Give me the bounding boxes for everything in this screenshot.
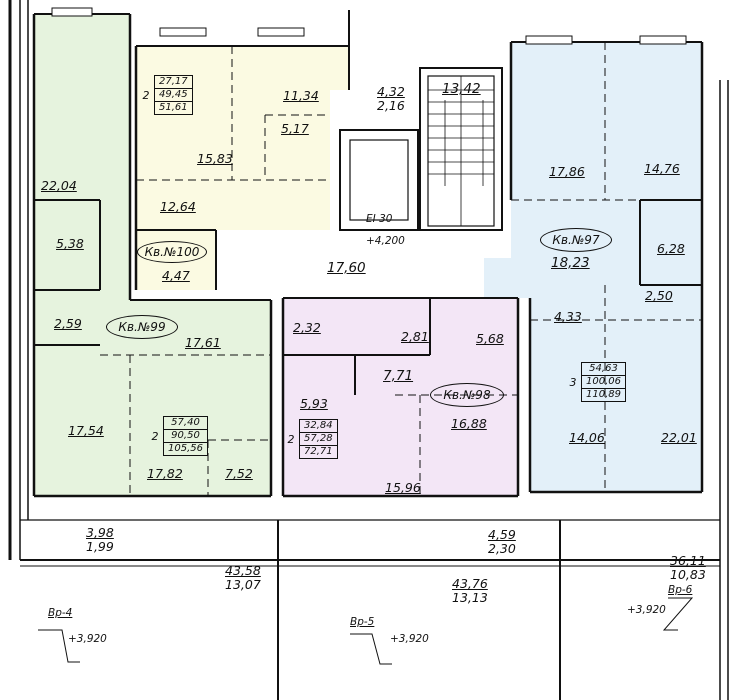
apartment-99-label: Кв.№99 — [106, 315, 178, 339]
terrace-area: 43,58 — [225, 563, 261, 578]
room-area: 18,23 — [551, 255, 590, 271]
apartment-100-area-table: 2 27,17 49,45 51,61 — [138, 75, 193, 115]
apartment-100-living-area: 27,17 — [155, 75, 193, 89]
room-area: 2,59 — [54, 316, 82, 331]
room-area: 5,38 — [56, 236, 84, 251]
balcony-area: 2,30 — [488, 541, 516, 556]
room-area: 22,01 — [661, 430, 697, 445]
room-area: 17,61 — [185, 335, 221, 350]
room-area: 22,04 — [41, 178, 77, 193]
room-area: 17,86 — [549, 164, 585, 179]
apartment-98-total-area: 57,28 — [300, 433, 338, 446]
apartment-98-rooms: 2 — [287, 432, 295, 446]
terrace-area: 10,83 — [670, 567, 706, 582]
apartment-97-total-area: 100,06 — [582, 376, 626, 389]
terrace-name: Вр-5 — [350, 616, 375, 628]
room-area: 14,76 — [644, 161, 680, 176]
terrace-area: 13,07 — [225, 577, 261, 592]
apartment-97-rooms: 3 — [569, 375, 577, 389]
apartment-97-gross-area: 110,89 — [582, 389, 626, 402]
apartment-97-fill — [484, 42, 702, 492]
terrace-name: Вр-6 — [668, 584, 693, 596]
lift-fire-rating: EI 30 — [366, 213, 393, 225]
terrace-elevation: +3,920 — [68, 633, 107, 645]
apartment-99-area-table: 2 57,40 90,50 105,56 — [147, 416, 208, 456]
apartment-97-label: Кв.№97 — [540, 228, 612, 252]
room-area: 15,83 — [197, 151, 233, 166]
apartment-99-total-area: 90,50 — [164, 430, 208, 443]
apartment-98-fill — [283, 298, 518, 496]
room-area: 16,88 — [451, 416, 487, 431]
apartment-98-living-area: 32,84 — [300, 419, 338, 433]
apartment-100-rooms: 2 — [142, 88, 150, 102]
balcony-area: 1,99 — [86, 539, 114, 554]
room-area: 17,60 — [327, 260, 366, 276]
apartment-98-gross-area: 72,71 — [300, 446, 338, 459]
room-area: 5,93 — [300, 396, 328, 411]
room-area: 13,42 — [442, 81, 481, 97]
room-area: 2,50 — [645, 288, 673, 303]
terrace-elevation: +3,920 — [627, 604, 666, 616]
floor-elevation: +4,200 — [366, 235, 405, 247]
apartment-100-label: Кв.№100 — [137, 241, 207, 263]
terrace-elevation: +3,920 — [390, 633, 429, 645]
balcony-area: 3,98 — [86, 525, 114, 540]
zoning-lines — [100, 42, 702, 496]
staircase — [428, 76, 494, 226]
room-area: 5,68 — [476, 331, 504, 346]
terrace-markers — [38, 597, 694, 665]
apartment-97-living-area: 54,63 — [582, 362, 626, 376]
balcony-area: 4,59 — [488, 527, 516, 542]
room-area: 15,96 — [385, 480, 421, 495]
apartment-99-living-area: 57,40 — [164, 416, 208, 430]
apartment-100-gross-area: 51,61 — [155, 102, 193, 115]
windows — [51, 7, 687, 45]
room-area: 4,33 — [554, 309, 582, 324]
room-area: 2,32 — [293, 320, 321, 335]
terrace-area: 43,76 — [452, 576, 488, 591]
apartment-99-rooms: 2 — [151, 429, 159, 443]
room-area: 2,81 — [401, 329, 429, 344]
terrace-area: 36,11 — [670, 553, 706, 568]
room-area: 5,17 — [281, 121, 309, 136]
apartment-99-gross-area: 105,56 — [164, 443, 208, 456]
room-area: 6,28 — [657, 241, 685, 256]
room-area: 7,52 — [225, 466, 253, 481]
apartment-100-total-area: 49,45 — [155, 89, 193, 102]
room-area: 17,54 — [68, 423, 104, 438]
apartment-99-fill — [34, 14, 271, 496]
room-area: 7,71 — [383, 368, 414, 384]
room-area: 11,34 — [283, 88, 319, 103]
apartment-97-area-table: 3 54,63 100,06 110,89 — [565, 362, 626, 402]
room-area: 4,47 — [162, 268, 190, 283]
terrace-area: 13,13 — [452, 590, 488, 605]
room-area: 2,16 — [377, 98, 405, 113]
room-area: 12,64 — [160, 199, 196, 214]
apartment-98-area-table: 2 32,84 57,28 72,71 — [283, 419, 338, 459]
apartment-98-label: Кв.№98 — [430, 383, 504, 407]
room-area: 4,32 — [377, 84, 405, 99]
terrace-name: Вр-4 — [48, 607, 73, 619]
room-area: 17,82 — [147, 466, 183, 481]
room-area: 14,06 — [569, 430, 605, 445]
